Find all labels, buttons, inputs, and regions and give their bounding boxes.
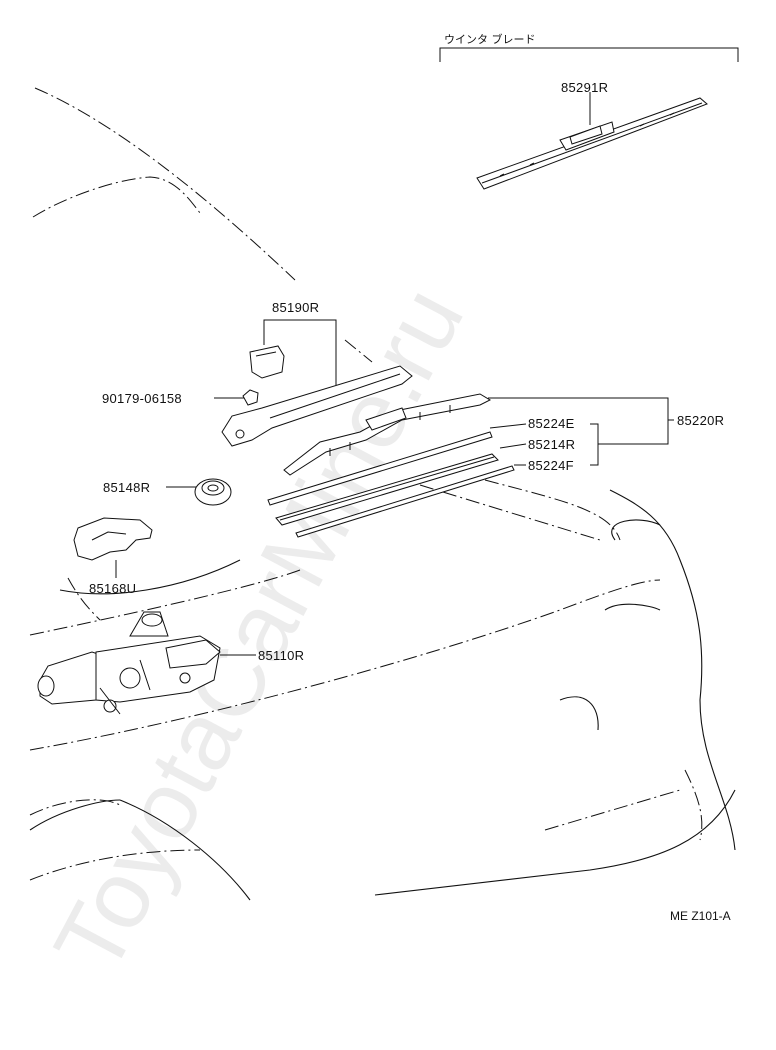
label-85224E: 85224E bbox=[528, 416, 575, 431]
label-85190R: 85190R bbox=[272, 300, 319, 315]
arm-cap bbox=[249, 345, 285, 379]
label-85224F: 85224F bbox=[528, 458, 574, 473]
blade-rubber-e bbox=[267, 431, 493, 506]
label-90179-06158: 90179-06158 bbox=[102, 391, 182, 406]
group-title: ウインタ ブレード bbox=[444, 32, 536, 46]
label-85110R: 85110R bbox=[258, 648, 304, 663]
label-85214R: 85214R bbox=[528, 437, 575, 452]
motor-cover bbox=[73, 517, 153, 561]
wiper-blade bbox=[283, 393, 492, 476]
label-85220R: 85220R bbox=[677, 413, 724, 428]
group-bracket bbox=[439, 47, 739, 62]
bracket-85224 bbox=[590, 423, 599, 466]
wiper-motor bbox=[37, 611, 221, 715]
diagram-code: ME Z101-A bbox=[670, 909, 731, 923]
leader-85224E bbox=[489, 423, 527, 429]
vehicle-body-outline bbox=[29, 87, 736, 901]
watermark: ToyotaCarMine.ru bbox=[34, 271, 484, 990]
leader-85220R bbox=[488, 397, 669, 445]
label-85291R: 85291R bbox=[561, 80, 608, 95]
blade-backing bbox=[275, 453, 499, 526]
label-85168U: 85168U bbox=[89, 581, 136, 596]
grommet bbox=[194, 478, 232, 506]
leader-85190R bbox=[263, 319, 337, 385]
leader-85214R bbox=[499, 443, 527, 449]
wiper-blade-assembly bbox=[476, 97, 708, 190]
wiper-arm bbox=[221, 365, 413, 447]
nut bbox=[242, 389, 259, 406]
label-85148R: 85148R bbox=[103, 480, 150, 495]
blade-rubber-f bbox=[295, 465, 515, 538]
